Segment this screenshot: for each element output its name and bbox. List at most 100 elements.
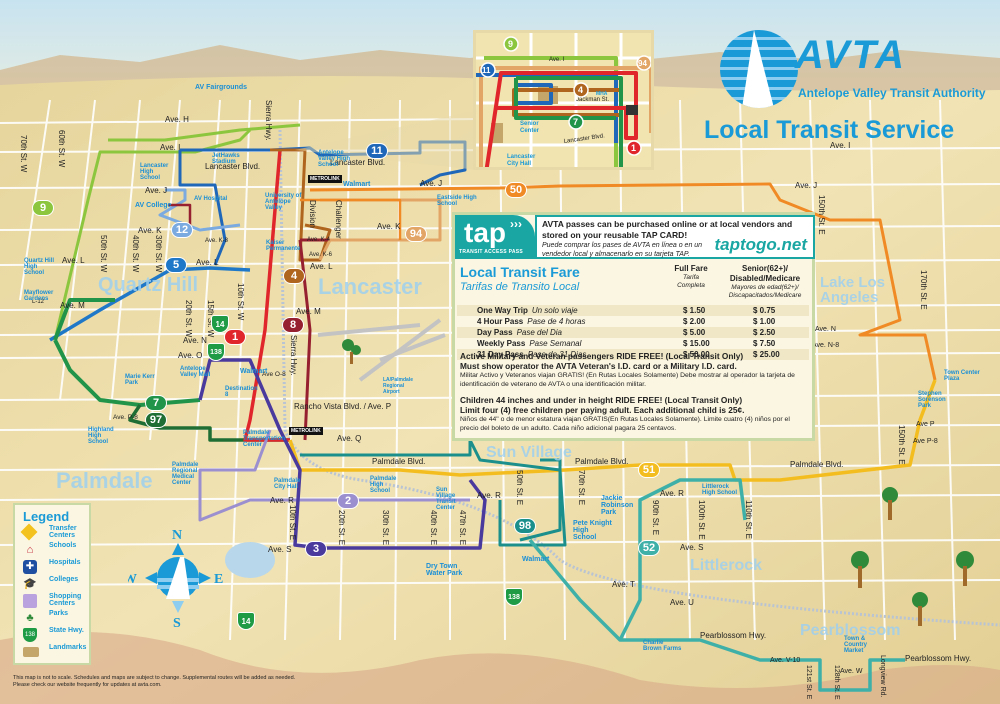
inset-street-label: Lancaster Blvd. [563,133,605,145]
poi-label: AV Hospital [194,196,228,202]
street-label: Ave. K [377,222,401,231]
route-1-badge[interactable]: 1 [224,329,246,345]
street-label: Division [308,200,317,229]
route-52-line [528,538,905,692]
street-label: Ave. K-4 [307,237,330,243]
street-label: Lancaster Blvd. [330,158,386,167]
street-label: 50th St. E [515,470,524,506]
legend-item: 🎓 Colleges [23,576,79,590]
route-98-line [300,438,567,547]
poi-label: Walmart [240,368,268,375]
poi-label: Dry Town Water Park [426,563,463,577]
legend-item: ✚ Hospitals [19,559,85,575]
children-note: Children 44 inches and under in height R… [460,395,790,432]
street-label: 47th St. E [458,510,467,546]
inset-pointer [295,110,478,170]
street-label: Pearblossom Hwy. [700,631,767,640]
poi-label: LA/Palmdale Regional Airport [383,377,414,395]
street-label: 150th St. E [817,195,826,235]
fare-title-spanish: Tarifas de Transito Local [460,281,580,293]
route-2-badge[interactable]: 2 [337,493,359,509]
hwy-138-shield: 138 [207,343,225,361]
route-51-badge[interactable]: 51 [638,462,660,478]
poi-label: Jackie Robinson Park [601,495,634,516]
route-4-badge[interactable]: 4 [283,268,305,284]
route-50-badge[interactable]: 50 [505,182,527,198]
poi-label: Charlie Brown Farms [643,640,682,652]
poi-label: Highland High School [88,427,114,445]
military-note: Active Military and Veteran passengers R… [460,351,795,388]
street-label: Rancho Vista Blvd. / Ave. P [294,402,392,411]
street-label: 30th St. E [381,510,390,546]
svg-text:94: 94 [638,59,647,68]
inset-map-downtown-lancaster: Ave. I Jackman St. Lancaster Blvd. Senio… [473,30,654,170]
street-label: 121st St. E [805,665,812,700]
street-label: Sierra Hwy. [264,100,273,141]
street-label: 10th St. W [236,283,245,321]
legend-item: Landmarks [19,644,86,660]
street-label: Ave. R [270,496,294,505]
routes [49,123,937,692]
poi-label: Palmdale High School [370,476,397,494]
street-label: Ave. N [183,336,207,345]
route-5-badge[interactable]: 5 [165,257,187,273]
street-label: Ave. W [840,668,863,675]
svg-text:7: 7 [573,117,578,127]
route-9-badge[interactable]: 9 [32,200,54,216]
mountains-south [0,632,1000,704]
route-12-badge[interactable]: 12 [171,222,193,238]
route-51-line [288,379,937,482]
route-7-badge[interactable]: 7 [145,395,167,411]
poi-label: University of Antelope Valley [265,193,302,211]
street-label: Ave. L [310,262,333,271]
svg-text:4: 4 [578,85,583,95]
route-1-line [243,149,290,442]
route-3-badge[interactable]: 3 [305,541,327,557]
tap-website-link[interactable]: taptogo.net [714,235,807,254]
poi-label: Town & Country Market [844,636,867,654]
route-8-badge[interactable]: 8 [282,317,304,333]
street-label: Ave. I [160,143,181,152]
street-label: Ave. H [165,115,189,124]
route-11-badge[interactable]: 11 [366,143,388,159]
lake [225,542,275,578]
poi-label: Walmart [522,556,550,563]
street-label: Palmdale Blvd. [790,460,844,469]
route-52-badge[interactable]: 52 [638,540,660,556]
street-label: Ave. R [660,489,684,498]
route-98-badge[interactable]: 98 [514,518,536,534]
route-12-line [158,188,241,232]
poi-label: Lancaster High School [140,163,169,181]
street-label: Ave. O [178,351,203,360]
poi-label: Stephen Sorenson Park [918,391,946,409]
city-label: Pearblossom [800,622,901,639]
street-label: Ave. I [830,141,851,150]
hospital-icon: ✚ [23,560,37,574]
map-legend: Legend Transfer Centers ⌂ Schools ✚ Hosp… [13,503,91,665]
hwy-14-shield: 14 [211,315,229,333]
street-label: Ave. T [612,580,635,589]
poi-label: Palmdale City Hall [274,478,301,490]
avta-logo-icon [720,30,798,108]
street-label: Ave. L [62,256,85,265]
street-label: Ave. S [680,543,704,552]
tap-info-box: AVTA passes can be purchased online or a… [535,215,815,259]
legend-item: ♣ Parks [19,610,85,626]
compass-south: S [173,616,181,630]
legend-item: Shopping Centers [19,593,85,609]
street-label: Ave P [916,421,935,428]
street-label: Ave. J [145,186,168,195]
shopping-icon [23,594,37,608]
street-label: Ave. M [296,307,321,316]
compass-north: N [172,528,182,543]
poi-label: Pete Knight High School [573,520,612,541]
street-label: Ave. J [420,179,443,188]
disclaimer-text: This map is not to scale. Schedules and … [13,675,296,688]
route-97-badge[interactable]: 97 [145,412,167,428]
street-label: 150th St. E [897,425,906,465]
column-header-full-fare: Full Fare Tarifa Completa [674,264,708,289]
page-title: Local Transit Service [704,116,955,144]
city-label: Sun Village [486,444,572,461]
route-94-badge[interactable]: 94 [405,226,427,242]
